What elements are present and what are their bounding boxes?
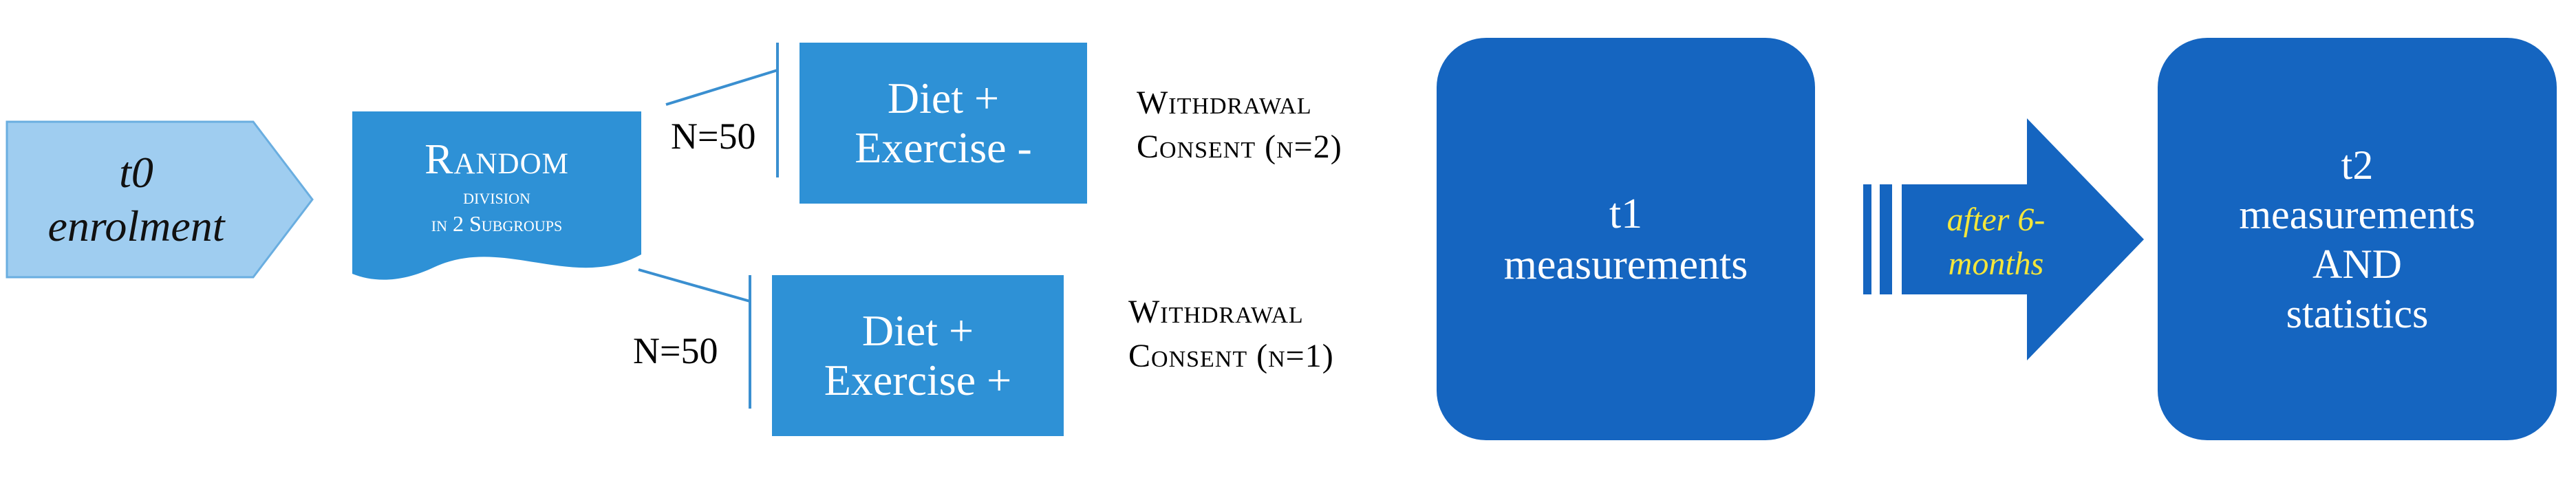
t0-label: t0 — [119, 148, 153, 197]
subgroups-label: in 2 Subgroups — [431, 211, 563, 236]
withdrawal-note-lower: Withdrawal Consent (n=1) — [1128, 290, 1334, 378]
random-title: Random — [425, 136, 569, 183]
consent-count: Consent (n=2) — [1137, 129, 1342, 165]
group-label-line1: Diet + — [887, 74, 1000, 122]
withdrawal-note-upper: Withdrawal Consent (n=2) — [1137, 81, 1342, 169]
t1-label: t1 — [1609, 190, 1643, 237]
withdrawal-label: Withdrawal — [1137, 85, 1312, 121]
n-label-upper: N=50 — [671, 116, 756, 157]
measurements-label: measurements — [2239, 191, 2476, 237]
months-label: months — [1948, 246, 2044, 282]
enrolment-label: enrolment — [47, 202, 225, 250]
six-month-arrow: after 6- months — [1863, 118, 2145, 360]
division-label: division — [463, 184, 530, 208]
arrow-stripe-1 — [1863, 184, 1871, 294]
measurements-label: measurements — [1503, 241, 1748, 288]
group-label-line1: Diet + — [861, 306, 974, 355]
group-label-line2: Exercise - — [855, 123, 1032, 172]
connector-lower — [638, 268, 751, 303]
group-box-exercise-plus: Diet + Exercise + — [772, 275, 1064, 436]
t2-label: t2 — [2341, 142, 2374, 188]
withdrawal-label: Withdrawal — [1128, 294, 1304, 330]
arrow-body — [1902, 118, 2144, 360]
n-label-lower: N=50 — [633, 330, 718, 371]
group-box-exercise-minus: Diet + Exercise - — [799, 43, 1087, 204]
t2-measurements-statistics-box: t2 measurements AND statistics — [2158, 38, 2557, 440]
consent-count: Consent (n=1) — [1128, 338, 1334, 374]
connector-upper — [665, 69, 778, 106]
arrow-stripe-2 — [1880, 184, 1892, 294]
t0-enrolment-arrow: t0 enrolment — [6, 120, 315, 279]
t1-measurements-box: t1 measurements — [1437, 38, 1815, 440]
after-label: after 6- — [1946, 202, 2046, 238]
statistics-label: statistics — [2286, 290, 2429, 336]
random-division-box: Random division in 2 Subgroups — [352, 111, 641, 292]
and-label: AND — [2312, 241, 2402, 287]
group-label-line2: Exercise + — [824, 356, 1012, 404]
